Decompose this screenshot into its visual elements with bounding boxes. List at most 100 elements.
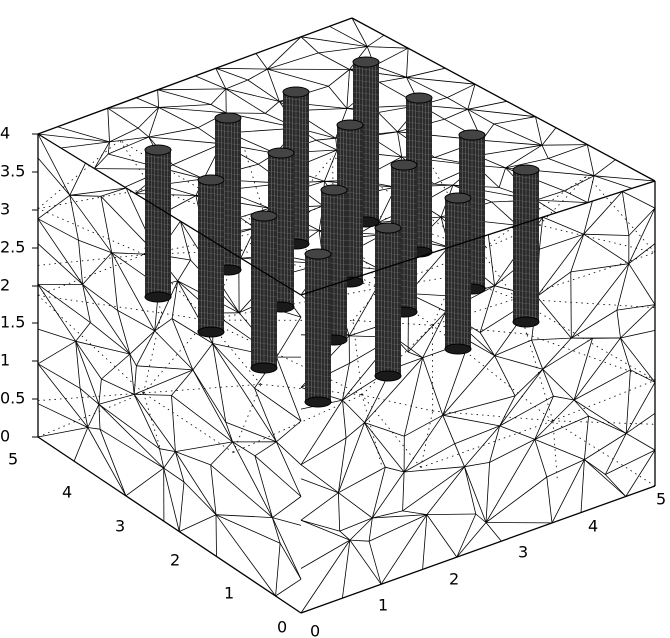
mesh-edge — [616, 304, 656, 311]
mesh-edge — [454, 443, 465, 467]
pile-mesh-line — [512, 307, 540, 312]
mesh-edge — [620, 304, 656, 339]
mesh-edge — [456, 513, 477, 558]
mesh-edge — [426, 514, 458, 558]
pile-mesh-line — [304, 325, 332, 330]
pile-mesh-line — [444, 233, 472, 238]
pile-mesh-line — [250, 257, 278, 262]
pile-mesh-line — [512, 313, 540, 318]
mesh-edge — [475, 513, 487, 523]
mesh-edge — [499, 368, 544, 427]
mesh-edge — [535, 190, 565, 201]
hidden-mesh-edge — [232, 384, 262, 453]
pile-bottom — [444, 343, 472, 355]
mesh-edge — [99, 429, 127, 496]
pile-mesh-line — [405, 115, 433, 120]
pile-mesh-line — [374, 359, 402, 364]
mesh-edge — [349, 539, 382, 585]
mesh-edge — [469, 340, 495, 357]
pile-mesh-line — [512, 265, 540, 270]
mesh-edge — [192, 369, 227, 423]
pile-mesh-line — [197, 317, 225, 322]
mesh-edge — [212, 343, 277, 443]
mesh-edge — [215, 514, 281, 544]
mesh-edge — [247, 79, 280, 102]
pile-mesh-line — [374, 245, 402, 250]
mesh-edge — [447, 83, 476, 98]
hidden-mesh-edge — [432, 298, 516, 326]
pile-mesh-line — [374, 251, 402, 256]
mesh-edge — [407, 311, 447, 353]
hidden-mesh-edge — [420, 420, 554, 468]
mesh-edge — [87, 427, 101, 430]
mesh-edge — [276, 420, 302, 443]
hidden-mesh-edge — [143, 392, 161, 447]
pile-mesh-line — [320, 243, 348, 248]
mesh-edge — [364, 357, 423, 423]
mesh-edge — [225, 422, 233, 443]
pile-mesh-line — [282, 121, 310, 126]
pile-mesh-line — [197, 239, 225, 244]
pile-mesh-line — [144, 197, 172, 202]
pile-mesh-line — [197, 263, 225, 268]
hidden-mesh-edge — [552, 420, 656, 487]
pile-mesh-line — [250, 269, 278, 274]
pile-mesh-line — [336, 142, 364, 147]
mesh-edge — [111, 252, 118, 311]
mesh-edge — [134, 369, 194, 395]
pile-mesh-line — [144, 257, 172, 262]
pile-mesh-line — [405, 133, 433, 138]
mesh-edge — [316, 137, 336, 141]
mesh-edge — [318, 52, 350, 70]
mesh-edge — [37, 284, 91, 323]
mesh-edge — [267, 52, 319, 70]
mesh-edge — [368, 541, 382, 585]
pile-mesh-line — [390, 212, 418, 217]
pile-mesh-line — [512, 277, 540, 282]
hidden-mesh-edge — [119, 139, 153, 189]
pile-mesh-line — [250, 221, 278, 226]
mesh-edge — [254, 441, 277, 457]
pile-mesh-line — [250, 287, 278, 292]
pile-mesh-line — [458, 146, 486, 151]
mesh-edge — [464, 466, 477, 515]
mesh-edge — [108, 136, 149, 155]
hidden-mesh-edge — [552, 420, 656, 425]
pile-mesh-line — [304, 373, 332, 378]
mesh-edge — [111, 252, 156, 332]
pile-bottom — [250, 362, 278, 374]
mesh-edge — [82, 284, 131, 355]
mesh-edge — [444, 108, 468, 120]
mesh-edge — [349, 539, 370, 542]
mesh-edge — [69, 195, 79, 241]
pile-mesh-line — [282, 145, 310, 150]
mesh-edge — [37, 403, 88, 428]
mesh-edge — [494, 355, 516, 397]
mesh-edge — [300, 478, 339, 494]
mesh-edge — [37, 133, 110, 143]
mesh-edge — [210, 88, 227, 105]
mesh-edge — [300, 492, 339, 521]
mesh-edge — [583, 233, 629, 236]
pile-top — [282, 86, 310, 98]
mesh-edge — [464, 462, 490, 468]
pile-mesh-line — [267, 182, 295, 187]
mesh-edge — [593, 159, 616, 177]
mesh-edge — [157, 89, 160, 108]
pile-mesh-line — [250, 275, 278, 280]
pile-mesh-line — [405, 139, 433, 144]
pile-mesh-line — [512, 223, 540, 228]
pile-mesh-line — [282, 127, 310, 132]
bounding-box-edges — [37, 17, 656, 614]
z-tick-label: 2.5 — [0, 238, 25, 257]
pile-mesh-line — [374, 281, 402, 286]
hidden-mesh-edge — [432, 410, 553, 422]
mesh-edge — [499, 425, 535, 440]
mesh-edge — [548, 144, 588, 159]
left-axis-tick-label: 3 — [115, 517, 125, 536]
mesh-edge — [541, 127, 557, 146]
pile-mesh-line — [336, 166, 364, 171]
pile-mesh-line — [512, 271, 540, 276]
mesh-edge — [351, 17, 368, 47]
mesh-edge — [300, 399, 343, 465]
